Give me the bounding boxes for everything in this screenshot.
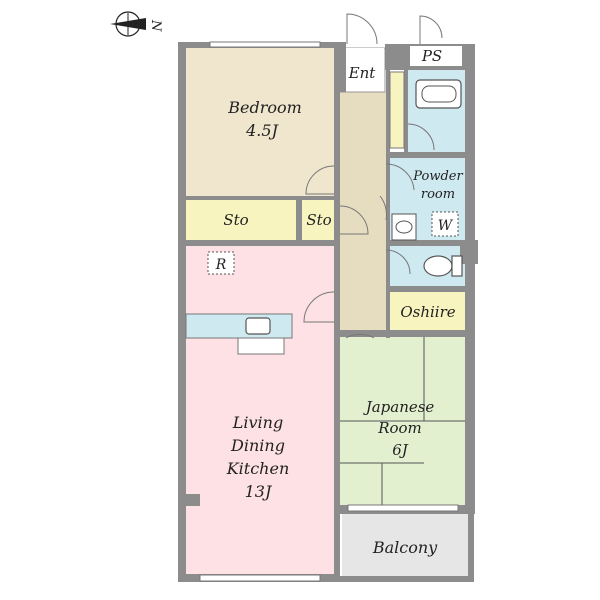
storage-left-label: Sto [223, 211, 248, 229]
washer-label: W [438, 218, 454, 234]
bedroom-size: 4.5J [245, 121, 279, 140]
oshiire-label: Oshiire [400, 303, 455, 321]
powder-room-label-line2: room [421, 187, 455, 202]
washbasin-icon [391, 213, 417, 241]
ldk-size: 13J [245, 482, 273, 501]
bedroom-room [186, 48, 334, 196]
ps-space [410, 46, 462, 66]
kitchen-counter [185, 313, 293, 355]
ldk-label-line3: Kitchen [226, 459, 290, 478]
japanese-room-label-line1: Japanese [363, 398, 435, 416]
japanese-room-label-line2: Room [377, 419, 422, 437]
fridge-space [207, 251, 235, 275]
tatami-lines [340, 337, 465, 505]
door-swings [303, 123, 435, 339]
powder-room-label-line1: Powder [412, 169, 463, 184]
ldk-label-line2: Dining [230, 436, 285, 455]
ps-label: PS [421, 47, 442, 65]
windows [199, 41, 459, 582]
entrance-door-swing [346, 13, 443, 45]
balcony-area [342, 514, 468, 582]
bedroom-label: Bedroom [227, 98, 302, 117]
ldk-label-line1: Living [232, 413, 283, 432]
oshiire-room [390, 292, 465, 330]
storage-right-room [302, 200, 334, 240]
hallway-area [338, 92, 386, 337]
ldk-room [186, 246, 334, 574]
entrance-label: Ent [348, 64, 377, 82]
fridge-label: R [215, 257, 227, 273]
kitchen-sink-icon [245, 317, 271, 335]
north-label: N [148, 19, 163, 32]
entrance-space [346, 48, 384, 88]
shoe-cabinet [389, 71, 405, 149]
toilet-icon [423, 255, 463, 277]
north-arrow-icon: N [110, 11, 163, 37]
japanese-room-size: 6J [392, 441, 409, 459]
storage-left-room [186, 200, 296, 240]
washer-space [431, 211, 459, 237]
bathtub-icon [415, 79, 462, 109]
balcony-label: Balcony [372, 538, 438, 557]
storage-right-label: Sto [306, 211, 331, 229]
